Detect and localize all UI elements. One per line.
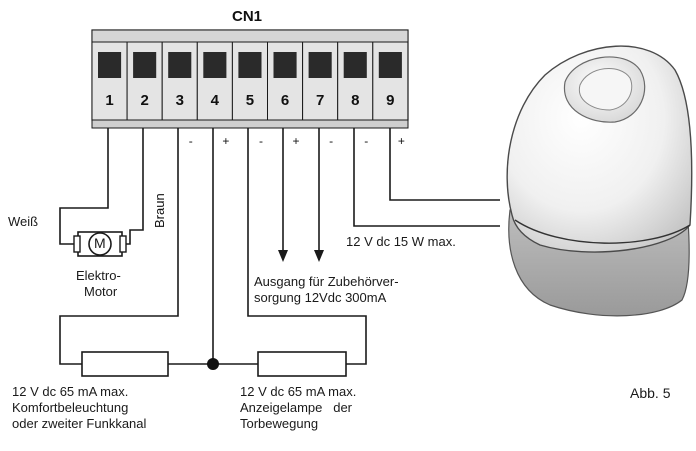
terminal-screw-window (238, 52, 262, 78)
terminal-polarity: - (364, 134, 369, 148)
terminal-5 (231, 41, 268, 129)
terminal-screw-window (308, 52, 332, 78)
accessory-output-line1: Ausgang für Zubehörver- (254, 274, 399, 289)
terminal-6 (267, 41, 304, 129)
terminal-block (91, 29, 409, 129)
terminal-screw-window (378, 52, 402, 78)
terminal-polarity: - (188, 134, 193, 148)
terminal-number: 7 (315, 92, 325, 109)
terminal-4 (196, 41, 233, 129)
motor-symbol (73, 231, 127, 257)
terminal-polarity: - (258, 134, 263, 148)
terminal-3 (161, 41, 198, 129)
wire-label-white: Weiß (8, 214, 39, 229)
wiring (59, 128, 500, 365)
indicator-lamp-line1: 12 V dc 65 mA max. (240, 384, 357, 399)
motor-label-line1: Elektro- (76, 268, 121, 283)
terminal-number: 8 (351, 92, 360, 109)
terminal-polarity: + (397, 134, 405, 148)
terminal-polarity: - (329, 134, 334, 148)
accessory-output-arrows (278, 250, 324, 262)
junction-dot (207, 358, 219, 370)
terminal-number: 3 (175, 92, 184, 109)
terminal-screw-window (203, 52, 227, 78)
terminal-7 (302, 41, 339, 129)
connector-title: CN1 (232, 8, 263, 25)
terminal-screw-window (343, 52, 367, 78)
terminal-number: 2 (140, 92, 149, 109)
terminal-2 (126, 41, 163, 129)
figure-label: Abb. 5 (630, 385, 671, 401)
indicator-lamp-line3: Torbewegung (240, 416, 319, 431)
wire-label-brown: Braun (152, 193, 167, 228)
terminal-polarity: + (222, 134, 230, 148)
terminal-number: 9 (386, 92, 395, 109)
motor-label-line2: Motor (84, 284, 118, 299)
motor-symbol-letter: M (94, 235, 106, 251)
terminal-polarity: + (292, 134, 300, 148)
terminal-screw-window (273, 52, 297, 78)
courtesy-light-line3: oder zweiter Funkkanal (12, 416, 147, 431)
indicator-lamp-load (257, 351, 347, 377)
terminal-screw-window (98, 52, 122, 78)
lamp-output-label: 12 V dc 15 W max. (346, 234, 456, 249)
courtesy-light-line1: 12 V dc 65 mA max. (12, 384, 129, 399)
terminal-8 (337, 41, 374, 129)
accessory-output-line2: sorgung 12Vdc 300mA (254, 290, 387, 305)
terminal-screw-window (168, 52, 192, 78)
courtesy-light-load (81, 351, 169, 377)
terminal-9 (372, 41, 409, 129)
terminal-number: 5 (245, 92, 255, 109)
terminal-number: 6 (280, 92, 290, 109)
terminal-number: 4 (210, 92, 220, 109)
courtesy-light-line2: Komfortbeleuchtung (12, 400, 129, 415)
terminal-1 (91, 41, 128, 129)
warning-lamp-illustration (506, 45, 693, 317)
terminal-number: 1 (105, 92, 114, 109)
terminal-screw-window (133, 52, 157, 78)
indicator-lamp-line2: Anzeigelampe der (240, 400, 353, 415)
